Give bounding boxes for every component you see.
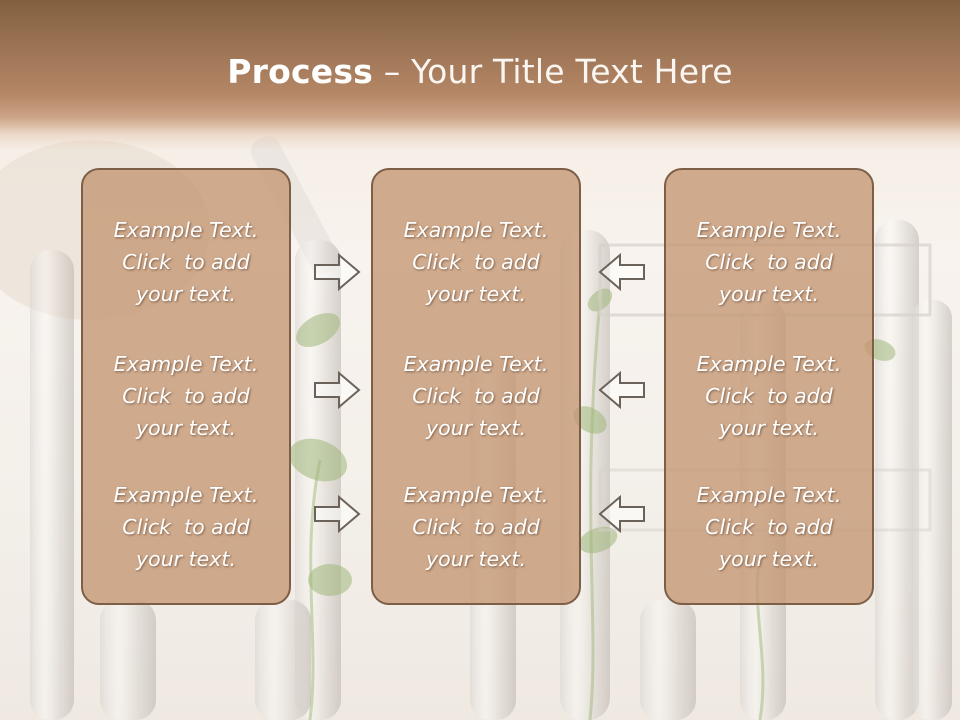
title-bold: Process: [227, 52, 374, 91]
slide-title[interactable]: Process – Your Title Text Here: [0, 52, 960, 91]
entry-line: Example Text.: [403, 218, 549, 242]
left-text-box[interactable]: Example Text. Click to add your text. Ex…: [81, 168, 291, 605]
entry-line: Example Text.: [696, 218, 842, 242]
entry-line: Example Text.: [113, 483, 259, 507]
entry-line: Example Text.: [696, 352, 842, 376]
entry-line: your text.: [136, 282, 236, 306]
entry-line: your text.: [426, 547, 526, 571]
entry-line: your text.: [719, 416, 819, 440]
entry-line: Click to add: [412, 515, 540, 539]
entry-line: Example Text.: [403, 483, 549, 507]
entry-line: Example Text.: [113, 352, 259, 376]
entry-line: your text.: [136, 416, 236, 440]
entry-line: Click to add: [122, 384, 250, 408]
right-text-box[interactable]: Example Text. Click to add your text. Ex…: [664, 168, 874, 605]
arrow-right-icon: [313, 494, 361, 534]
arrow-right-icon: [313, 370, 361, 410]
arrow-left-icon: [598, 252, 646, 292]
entry-line: Click to add: [412, 250, 540, 274]
text-entry[interactable]: Example Text. Click to add your text.: [373, 348, 579, 444]
text-entry[interactable]: Example Text. Click to add your text.: [83, 214, 289, 310]
entry-line: Example Text.: [113, 218, 259, 242]
text-entry[interactable]: Example Text. Click to add your text.: [373, 479, 579, 575]
title-rest: – Your Title Text Here: [383, 52, 733, 91]
arrow-left-icon: [598, 494, 646, 534]
entry-line: Click to add: [122, 515, 250, 539]
text-entry[interactable]: Example Text. Click to add your text.: [666, 348, 872, 444]
text-entry[interactable]: Example Text. Click to add your text.: [666, 214, 872, 310]
entry-line: Click to add: [412, 384, 540, 408]
arrow-right-icon: [313, 252, 361, 292]
text-entry[interactable]: Example Text. Click to add your text.: [83, 479, 289, 575]
text-entry[interactable]: Example Text. Click to add your text.: [83, 348, 289, 444]
middle-text-box[interactable]: Example Text. Click to add your text. Ex…: [371, 168, 581, 605]
entry-line: your text.: [719, 547, 819, 571]
entry-line: Click to add: [705, 384, 833, 408]
entry-line: your text.: [426, 282, 526, 306]
entry-line: your text.: [136, 547, 236, 571]
entry-line: Click to add: [705, 250, 833, 274]
entry-line: your text.: [426, 416, 526, 440]
entry-line: Click to add: [122, 250, 250, 274]
entry-line: Example Text.: [403, 352, 549, 376]
entry-line: Example Text.: [696, 483, 842, 507]
entry-line: Click to add: [705, 515, 833, 539]
entry-line: your text.: [719, 282, 819, 306]
text-entry[interactable]: Example Text. Click to add your text.: [373, 214, 579, 310]
header-band: [0, 0, 960, 150]
text-entry[interactable]: Example Text. Click to add your text.: [666, 479, 872, 575]
arrow-left-icon: [598, 370, 646, 410]
